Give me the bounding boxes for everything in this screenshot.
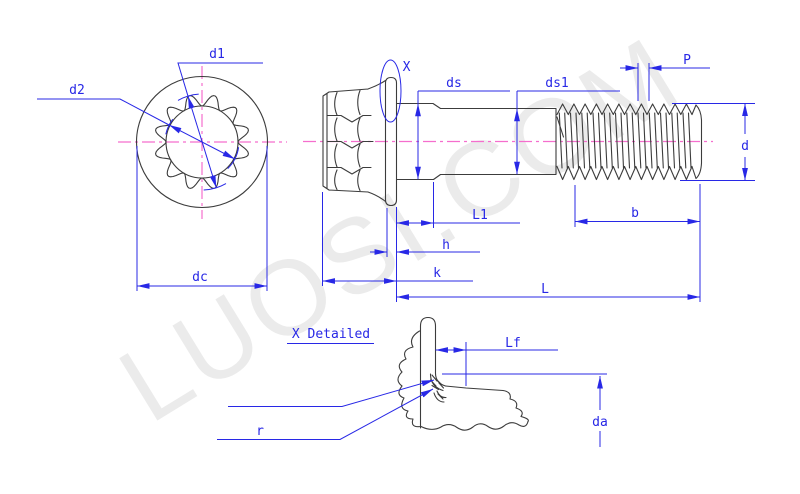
dim-label-x: X	[403, 60, 411, 75]
twelve-point-spline	[155, 95, 249, 189]
dim-label-dc: dc	[192, 270, 208, 285]
thread-profile	[556, 103, 693, 181]
dim-label-da: da	[592, 415, 608, 430]
flange-circle	[135, 75, 269, 209]
dim-label-r: r	[256, 424, 264, 439]
flange-disk	[384, 76, 398, 207]
detail-x-ellipse	[379, 59, 402, 123]
bearing-surface	[444, 385, 504, 392]
side-view-dimensions: X ds ds1 P d L1 h k b	[322, 53, 755, 302]
detail-view-dimensions: X Detailed Lf da r	[217, 327, 608, 447]
detail-title: X Detailed	[292, 327, 370, 342]
dim-label-p: P	[683, 53, 691, 68]
break-line-left	[397, 330, 422, 428]
head-ridges	[326, 114, 374, 175]
break-line-right	[502, 389, 529, 423]
dim-label-b: b	[631, 206, 639, 221]
dim-label-d1: d1	[209, 47, 225, 62]
dim-label-k: k	[433, 266, 441, 281]
detail-view-outline	[397, 316, 529, 431]
dim-label-lf: Lf	[505, 336, 521, 351]
dim-label-h: h	[442, 238, 450, 253]
dim-label-l: L	[541, 282, 549, 297]
side-view-outline	[322, 76, 703, 207]
dim-label-ds1: ds1	[545, 76, 568, 91]
break-line-bottom	[420, 420, 529, 431]
head-lobe-curves	[334, 89, 361, 192]
end-view-dimensions: d1 d2 dc	[37, 47, 268, 291]
dim-label-l1: L1	[472, 208, 488, 223]
thread-end-cap	[691, 104, 703, 180]
flange-rim-section	[419, 316, 437, 429]
dim-label-d2: d2	[69, 83, 85, 98]
dim-label-d: d	[741, 139, 749, 154]
dim-label-ds: ds	[446, 76, 462, 91]
shank	[395, 102, 557, 181]
